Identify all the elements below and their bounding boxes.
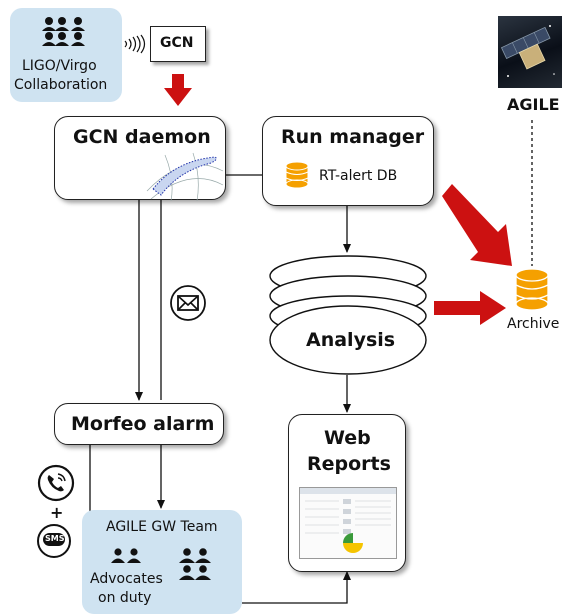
gw-team-title: AGILE GW Team [106, 519, 218, 535]
web-reports-node: Web Reports [288, 414, 406, 572]
analysis-label: Analysis [306, 329, 396, 351]
rt-alert-db-label: RT-alert DB [319, 168, 398, 184]
gcn-daemon-node: GCN daemon [54, 116, 226, 201]
sms-icon: SMS [37, 524, 71, 558]
agile-label: AGILE [507, 95, 560, 114]
red-arrow-analysis-to-archive [434, 291, 506, 325]
envelope-icon [170, 285, 206, 321]
sms-label: SMS [45, 534, 65, 543]
advocates-label-line1: Advocates [90, 571, 163, 587]
phone-icon [37, 464, 75, 502]
people-icon [179, 548, 211, 580]
satellite-image [498, 16, 562, 88]
gcn-daemon-label: GCN daemon [73, 126, 211, 148]
morfeo-alarm-node: Morfeo alarm [54, 403, 224, 445]
report-thumbnail [299, 487, 397, 559]
morfeo-alarm-label: Morfeo alarm [71, 413, 215, 435]
agile-gw-team-node: AGILE GW Team Advocates on duty [82, 510, 242, 614]
web-reports-label-line2: Reports [307, 453, 391, 475]
people-icon [42, 17, 85, 46]
advocates-label-line2: on duty [98, 590, 152, 606]
database-icon [515, 268, 549, 311]
ligo-label-line1: LIGO/Virgo [22, 58, 97, 74]
red-arrow-runmanager-to-archive [442, 184, 512, 266]
skymap-icon [146, 152, 224, 201]
sms-bubble [43, 533, 65, 546]
ligo-virgo-node: LIGO/Virgo Collaboration [10, 8, 122, 102]
ligo-label-line2: Collaboration [14, 77, 108, 93]
arrow-team-to-webreports [242, 571, 351, 604]
gcn-node: GCN [150, 26, 206, 62]
plus-label: + [50, 503, 64, 522]
run-manager-label: Run manager [281, 126, 425, 148]
radio-waves-icon [124, 34, 146, 54]
gcn-label: GCN [160, 35, 194, 51]
red-arrow-ligo-to-daemon [164, 74, 192, 106]
archive-label: Archive [507, 316, 560, 332]
people-icon [111, 548, 141, 563]
database-icon [285, 161, 309, 189]
analysis-stack [269, 255, 427, 375]
run-manager-node: Run manager RT-alert DB [262, 116, 434, 206]
web-reports-label-line1: Web [324, 427, 371, 449]
